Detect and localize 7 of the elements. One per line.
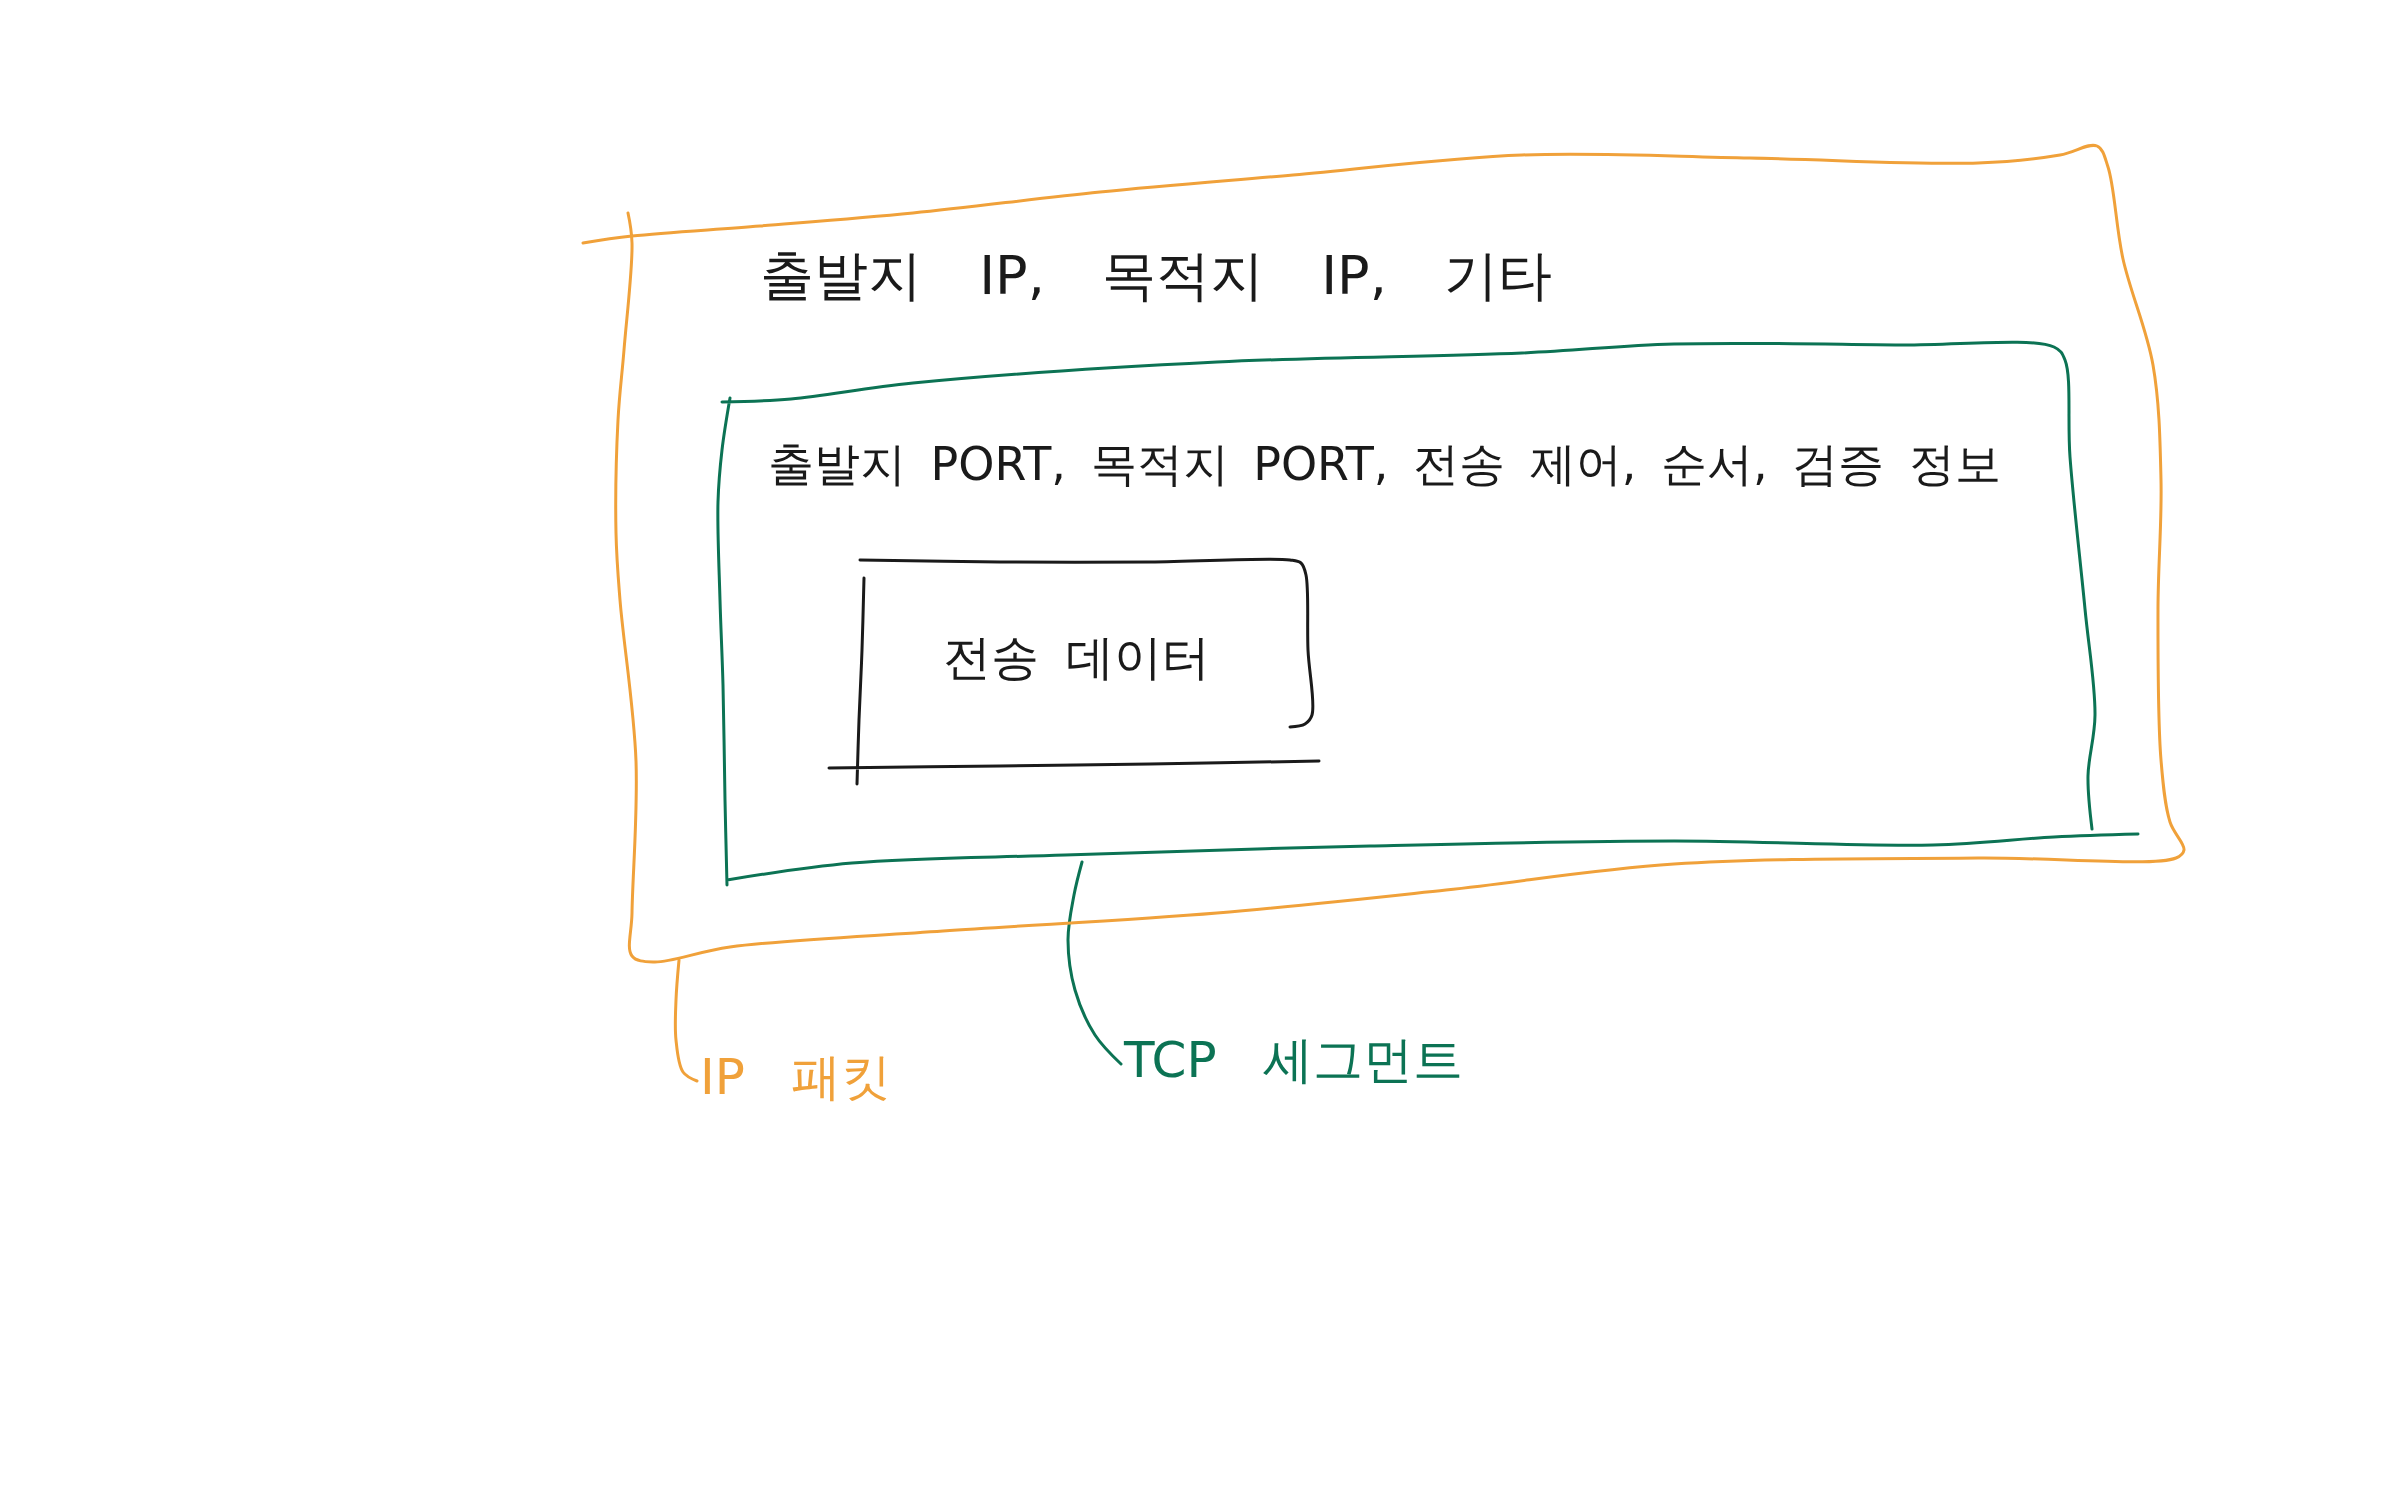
payload-text: 전송 데이터 xyxy=(943,628,1211,686)
header-text: 출발지 PORT, 목적지 PORT, 전송 제어, 순서, 검증 정보 xyxy=(768,437,2001,492)
leader-line xyxy=(673,958,699,1083)
callout-label: IP 패킷 xyxy=(700,1047,891,1107)
leader-line xyxy=(1066,860,1123,1066)
header-text: 출발지 IP, 목적지 IP, 기타 xyxy=(760,243,1552,308)
callout-label: TCP 세그먼트 xyxy=(1124,1030,1463,1090)
